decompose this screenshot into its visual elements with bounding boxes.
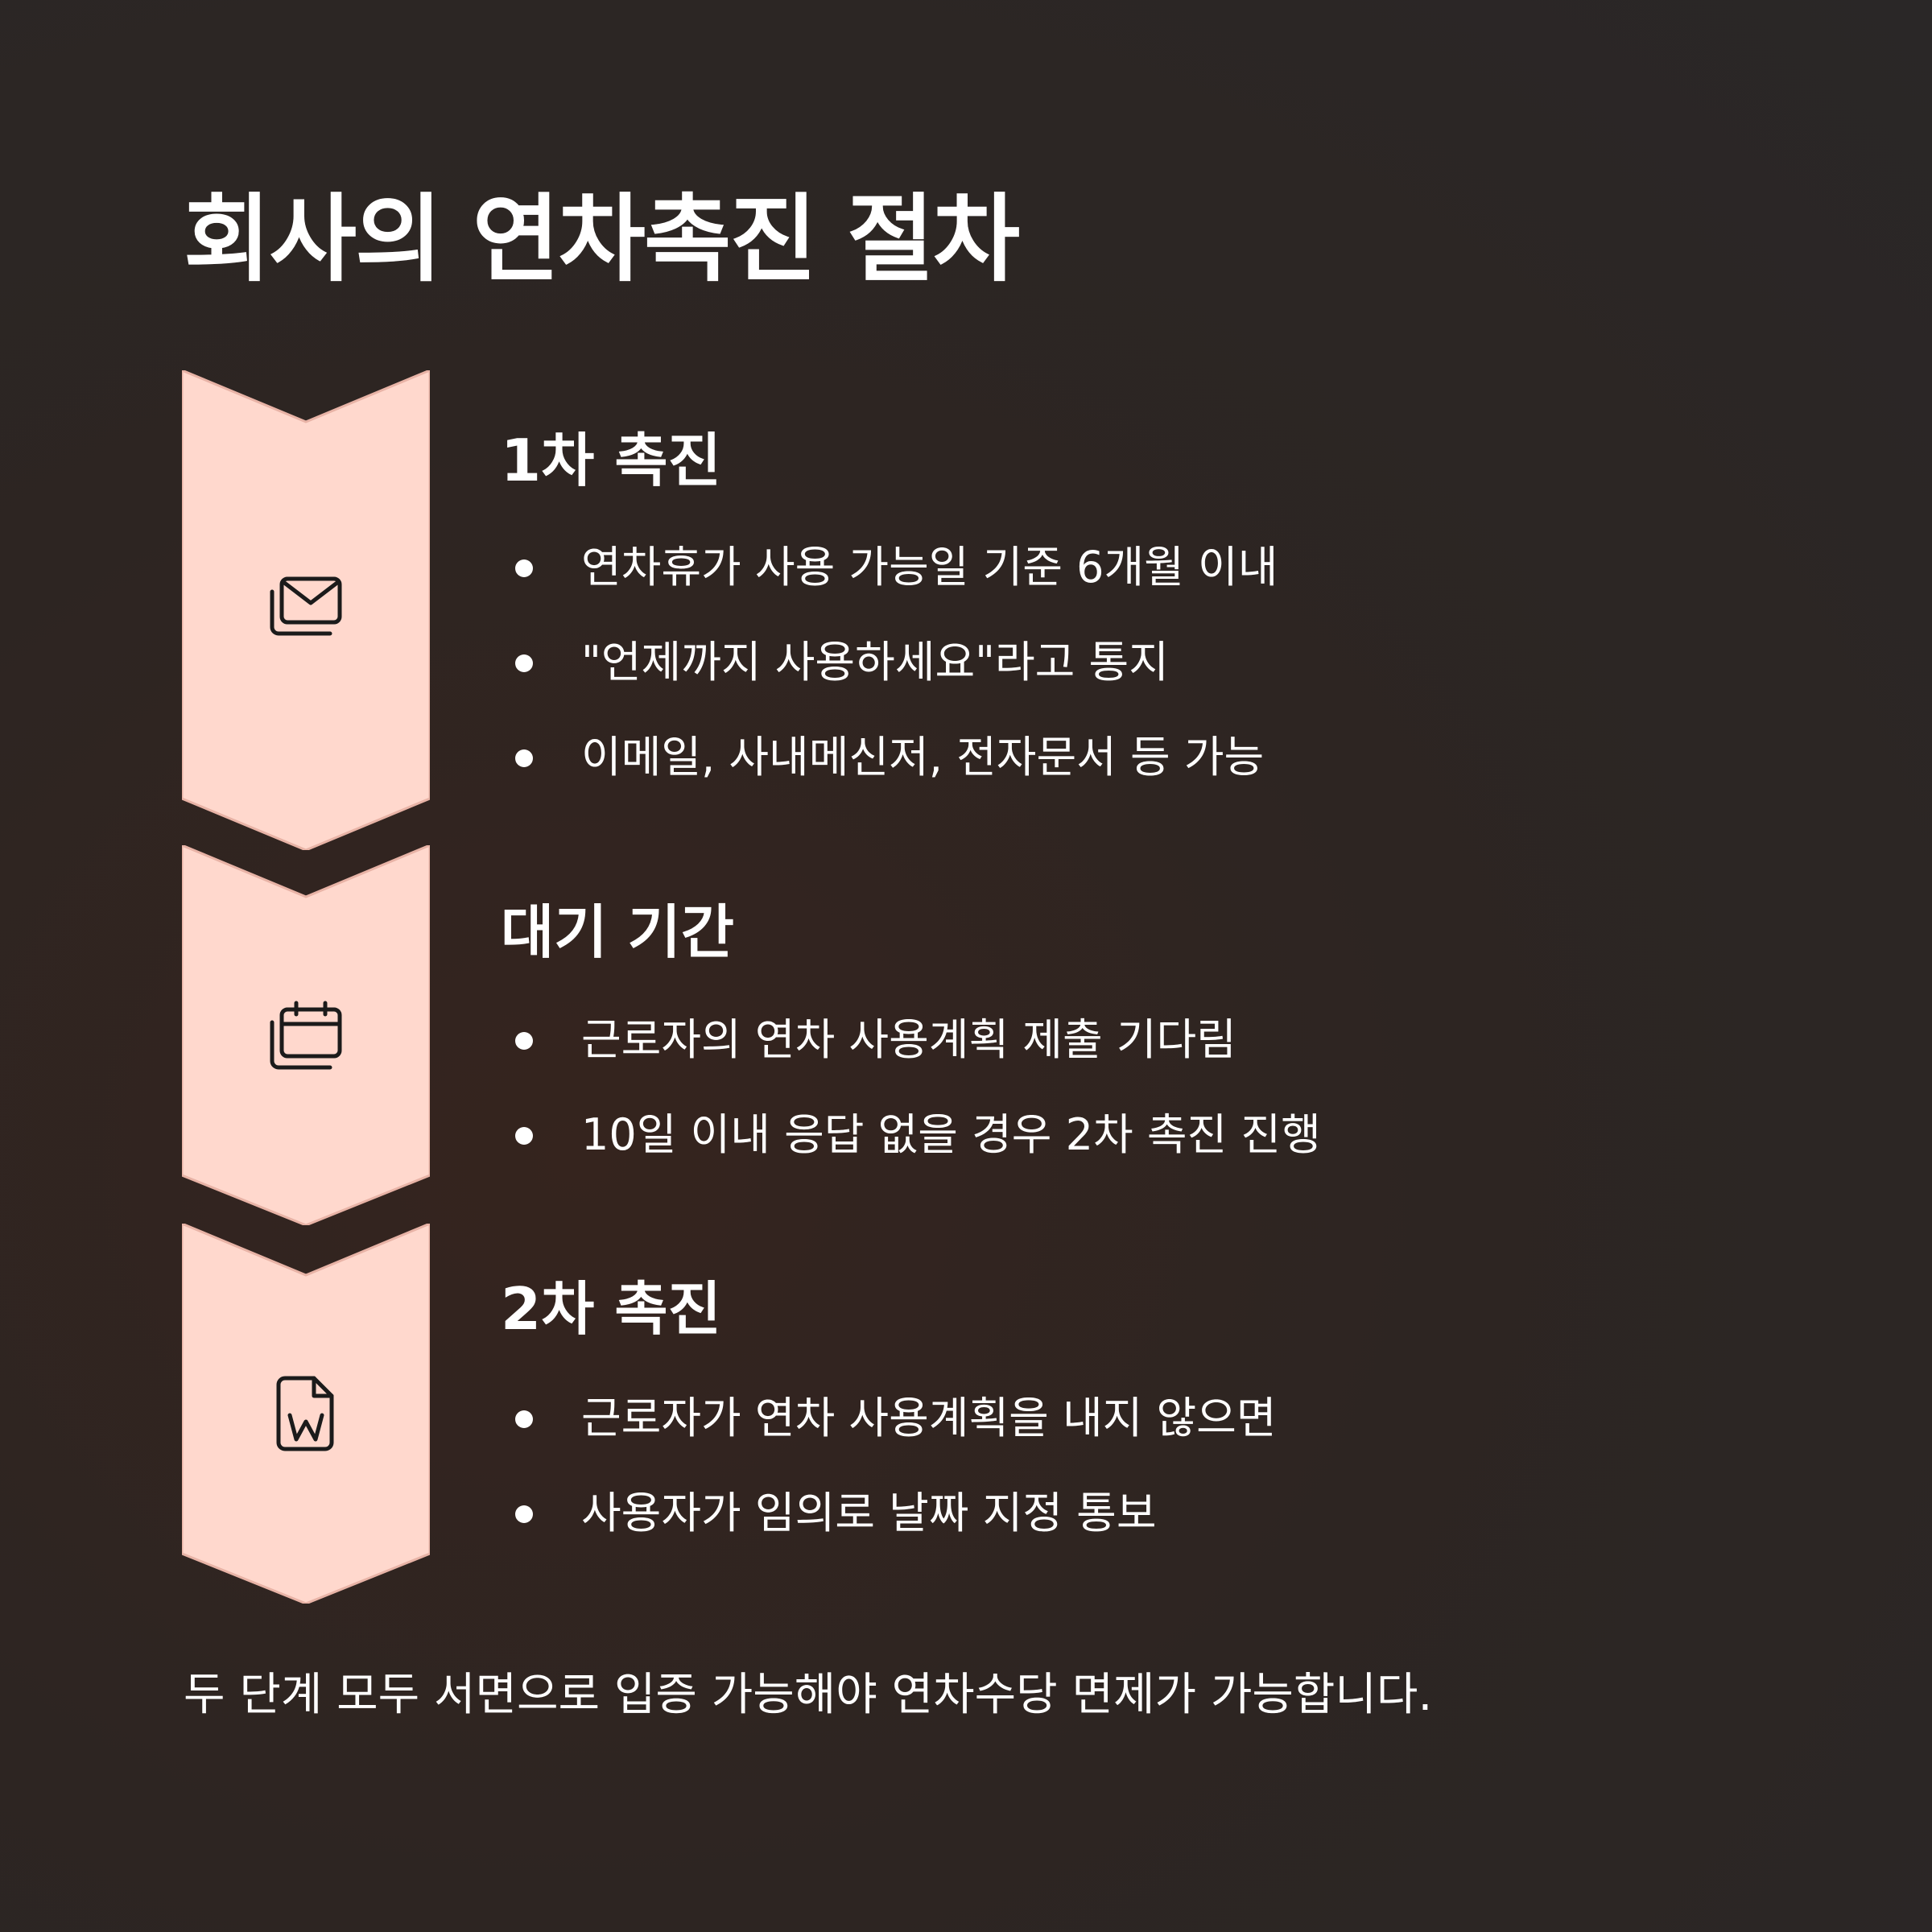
list-item: "언제까지 사용하세요"라고 통지 [501,615,1278,710]
word-document-icon [276,1376,334,1451]
footer-note: 두 단계 모두 서면으로 입증 가능해야 연차수당 면제가 가능합니다. [184,1669,1433,1721]
list-item: 근로자가 연차 사용계획을 내지 않으면 [501,1371,1277,1466]
step-1-title: 1차 촉진 [501,427,721,494]
list-item: 근로자의 연차 사용계획 제출 기다림 [501,993,1321,1088]
list-item: 사용자가 임의로 날짜 지정 통보 [501,1466,1277,1561]
step-3-title: 2차 촉진 [501,1275,721,1343]
calendar-stack-icon [270,1001,342,1070]
step-1-bullets: 연차휴가 사용 가능일 기준 6개월 이내 "언제까지 사용하세요"라고 통지 … [501,520,1278,805]
mail-stack-icon [270,576,342,636]
step-2-title: 대기 기간 [501,898,735,966]
list-item: 10일 이내 응답 없을 경우 2차 촉진 진행 [501,1088,1321,1183]
step-2-chevron [182,845,430,1225]
step-2-bullets: 근로자의 연차 사용계획 제출 기다림 10일 이내 응답 없을 경우 2차 촉… [501,993,1321,1183]
page-title: 회사의 연차촉진 절차 [184,184,1020,295]
step-3-chevron [182,1224,430,1604]
list-item: 연차휴가 사용 가능일 기준 6개월 이내 [501,520,1278,615]
step-1-chevron [182,370,430,850]
list-item: 이메일, 사내메신저, 전자문서 등 가능 [501,710,1278,805]
step-3-bullets: 근로자가 연차 사용계획을 내지 않으면 사용자가 임의로 날짜 지정 통보 [501,1371,1277,1561]
